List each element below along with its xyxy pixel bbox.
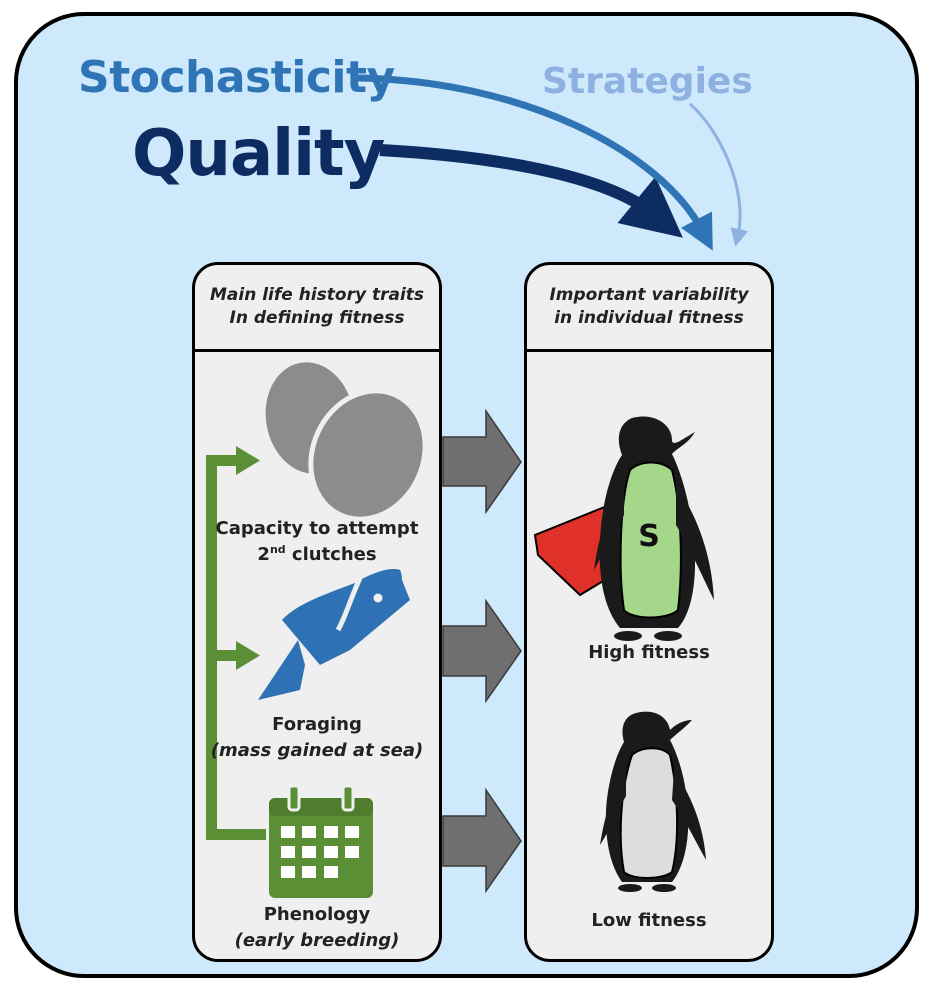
low-fitness-penguin-icon bbox=[600, 711, 706, 892]
stochasticity-label: Stochasticity bbox=[78, 52, 395, 103]
green-connector bbox=[206, 446, 266, 840]
right-header-line1: Important variability bbox=[549, 285, 749, 306]
clutch-label: Capacity to attempt 2nd clutches bbox=[192, 516, 442, 568]
strategies-arrow bbox=[689, 102, 749, 247]
stochasticity-arrow bbox=[355, 74, 713, 251]
foraging-label-line2: (mass gained at sea) bbox=[210, 740, 424, 762]
strategies-label: Strategies bbox=[542, 61, 753, 102]
clutch-label-line2: 2nd clutches bbox=[257, 543, 377, 566]
left-header-line2: In defining fitness bbox=[229, 308, 405, 328]
super-letter: S bbox=[638, 519, 660, 554]
low-fitness-label: Low fitness bbox=[591, 910, 707, 931]
foraging-label: Foraging (mass gained at sea) bbox=[192, 712, 442, 764]
super-penguin-icon bbox=[533, 416, 714, 641]
phenology-label-line2: (early breeding) bbox=[234, 930, 400, 952]
high-fitness-label: High fitness bbox=[588, 642, 710, 663]
gray-arrow-3 bbox=[442, 787, 522, 894]
phenology-label-line1: Phenology bbox=[263, 904, 371, 925]
right-header-line2: in individual fitness bbox=[554, 308, 744, 328]
eggs-icon bbox=[265, 362, 428, 522]
trait-to-fitness-arrows bbox=[442, 408, 522, 894]
left-header-line1: Main life history traits bbox=[209, 285, 425, 306]
gray-arrow-1 bbox=[442, 408, 522, 515]
phenology-label: Phenology (early breeding) bbox=[192, 902, 442, 954]
foraging-label-line1: Foraging bbox=[272, 714, 362, 735]
right-panel-header: Important variability in individual fitn… bbox=[527, 265, 771, 352]
quality-label: Quality bbox=[132, 117, 385, 191]
quality-arrow bbox=[379, 144, 683, 238]
fish-icon bbox=[258, 569, 410, 700]
clutch-label-line1: Capacity to attempt bbox=[215, 518, 419, 539]
left-panel-header: Main life history traits In defining fit… bbox=[195, 265, 439, 352]
gray-arrow-2 bbox=[442, 598, 522, 704]
calendar-icon bbox=[269, 784, 373, 898]
